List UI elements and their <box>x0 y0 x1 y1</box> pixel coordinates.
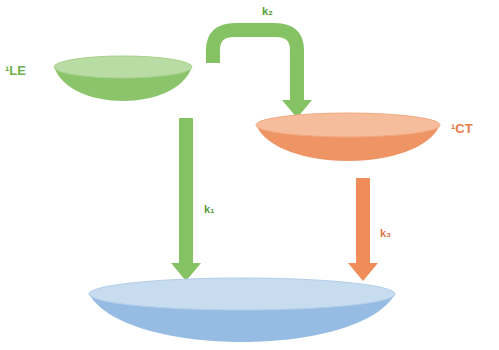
rate-constant: k₁ <box>204 204 215 215</box>
disc-shape <box>88 277 396 343</box>
disc-shape <box>53 55 193 102</box>
disc-top <box>54 56 192 78</box>
transfer-arrow <box>213 30 312 118</box>
rate-constant: k₃ <box>380 228 391 239</box>
excited-level-disc: ¹LE <box>53 55 193 102</box>
rate-constant: k₂ <box>262 6 273 17</box>
state-label: ¹LE <box>5 64 26 77</box>
disc-shape <box>255 112 441 162</box>
disc-top <box>89 278 395 310</box>
transfer-arrow <box>171 118 201 281</box>
state-label: ¹CT <box>451 122 473 135</box>
transfer-arrow <box>348 178 378 281</box>
ground-state-disc <box>88 277 396 343</box>
disc-top <box>256 113 440 137</box>
charge-transfer-disc: ¹CT <box>255 112 441 162</box>
